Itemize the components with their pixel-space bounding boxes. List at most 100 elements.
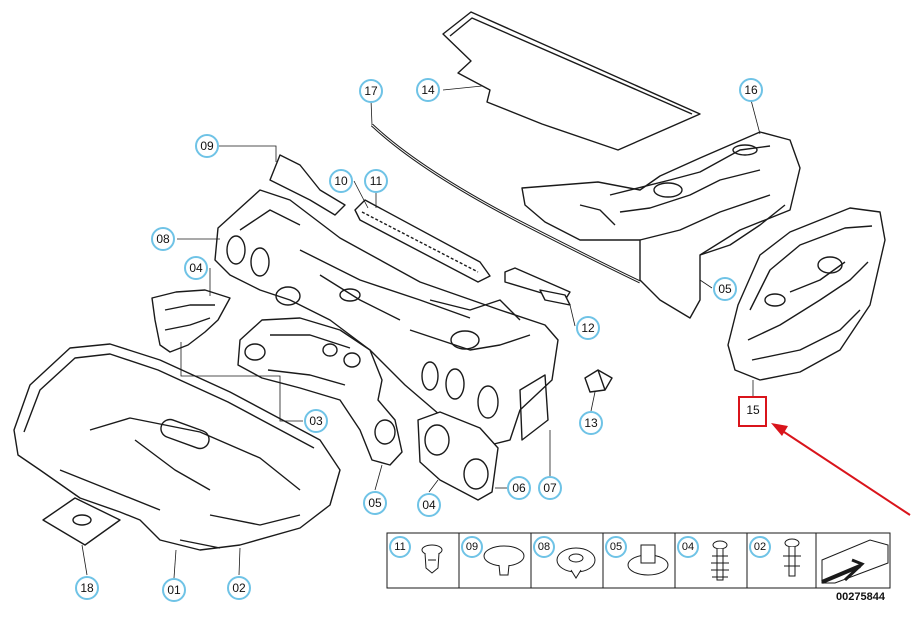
callout-label: 13 — [584, 416, 598, 430]
legend-item: 08 — [530, 533, 596, 588]
callout-ring — [329, 169, 353, 193]
callout-c07: 07 — [538, 476, 562, 500]
expanding-rivet-icon — [627, 544, 669, 576]
highlight-arrow-line — [774, 425, 911, 516]
legend-callout-ring — [389, 536, 411, 558]
callout-label: 18 — [80, 581, 94, 595]
callout-label: 06 — [512, 481, 526, 495]
callout-c14: 14 — [416, 78, 440, 102]
callout-ring — [304, 409, 328, 433]
callout-ring — [713, 277, 737, 301]
callout-ring — [416, 78, 440, 102]
legend-strip: 11 09 08 05 04 02 00275844 — [386, 532, 891, 603]
fir-tree-clip-icon — [711, 540, 729, 581]
legend-callout-ring — [461, 536, 483, 558]
legend-item: 09 — [458, 533, 525, 588]
callout-ring — [739, 78, 763, 102]
callout-label: 10 — [334, 174, 348, 188]
callout-c04a: 04 — [184, 256, 208, 280]
part-damper-plate — [417, 411, 499, 501]
callout-ring — [579, 411, 603, 435]
callout-c11: 11 — [364, 169, 388, 193]
callout-ring — [507, 476, 531, 500]
legend-callout-ring — [533, 536, 555, 558]
part-cowl-strip — [269, 154, 346, 216]
callout-c15: 15 — [746, 403, 760, 417]
callout-ring — [162, 578, 186, 602]
callout-c08: 08 — [151, 227, 175, 251]
callout-c05b: 05 — [363, 491, 387, 515]
part-seal-strip — [370, 123, 641, 284]
callout-ring — [151, 227, 175, 251]
callout-label: 15 — [746, 403, 760, 417]
diagram-reference-number: 00275844 — [836, 591, 886, 603]
callout-c17: 17 — [359, 79, 383, 103]
callout-ring — [576, 316, 600, 340]
callout-label: 09 — [200, 139, 214, 153]
callout-ring — [364, 169, 388, 193]
legend-callout-ring — [677, 536, 699, 558]
callout-ring — [75, 576, 99, 600]
callout-ring — [184, 256, 208, 280]
highlight-box — [738, 396, 767, 427]
legend-item: 11 — [389, 536, 443, 574]
plastic-rivet-icon — [783, 538, 801, 577]
legend-item-label: 08 — [538, 541, 550, 553]
callout-ring — [363, 491, 387, 515]
part-door-insulation — [727, 207, 886, 381]
callout-ring — [417, 493, 441, 517]
legend-item-label: 04 — [682, 541, 694, 553]
callout-c06: 06 — [507, 476, 531, 500]
callout-label: 14 — [421, 83, 435, 97]
callout-label: 12 — [581, 321, 595, 335]
callout-label: 11 — [370, 174, 383, 188]
callout-label: 17 — [364, 84, 378, 98]
callout-c18: 18 — [75, 576, 99, 600]
part-bulkhead-insulation — [214, 189, 559, 446]
callout-label: 01 — [167, 583, 181, 597]
callout-label: 05 — [368, 496, 382, 510]
callout-group: 01 02 03 04 04 05 05 06 07 08 09 10 11 12 13 14 15 16 17 18 — [75, 78, 763, 602]
part-tunnel-insulation — [521, 131, 801, 319]
callout-label: 02 — [232, 581, 246, 595]
callout-ring — [359, 79, 383, 103]
callout-label: 03 — [309, 414, 323, 428]
callout-c16: 16 — [739, 78, 763, 102]
callout-c02: 02 — [227, 576, 251, 600]
leader-lines — [81, 85, 761, 579]
push-rivet-clip-icon — [421, 544, 443, 574]
callout-label: 08 — [156, 232, 170, 246]
part-bracket-insulation — [151, 289, 231, 353]
callout-ring — [538, 476, 562, 500]
callout-c05a: 05 — [713, 277, 737, 301]
callout-ring — [227, 576, 251, 600]
callout-label: 16 — [744, 83, 758, 97]
callout-label: 05 — [718, 282, 732, 296]
callout-c03: 03 — [304, 409, 328, 433]
part-side-member-insulation — [237, 317, 403, 466]
legend-item-label: 09 — [466, 541, 478, 553]
callout-label: 07 — [543, 481, 557, 495]
legend-item-label: 02 — [754, 541, 766, 553]
legend-callout-ring — [605, 536, 627, 558]
legend-item-label: 11 — [394, 541, 405, 553]
highlight-arrowhead — [771, 423, 788, 436]
part-rear-shelf-insulation — [442, 11, 701, 151]
legend-item: 04 — [674, 533, 729, 588]
legend-item: 05 — [602, 533, 669, 588]
legend-callout-ring — [749, 536, 771, 558]
callout-label: 04 — [189, 261, 203, 275]
highlight-15 — [738, 396, 911, 516]
part-floor-insulation — [13, 343, 341, 551]
part-cowl-insulation — [354, 199, 571, 301]
mushroom-clip-icon — [483, 545, 525, 576]
part-floor-patch — [42, 497, 121, 546]
legend-item: 02 — [746, 533, 801, 588]
callout-c01: 01 — [162, 578, 186, 602]
part-cap-13 — [584, 369, 613, 393]
diagonal-arrow-icon — [821, 539, 889, 584]
callout-c09: 09 — [195, 134, 219, 158]
legend-item-label: 05 — [610, 541, 622, 553]
